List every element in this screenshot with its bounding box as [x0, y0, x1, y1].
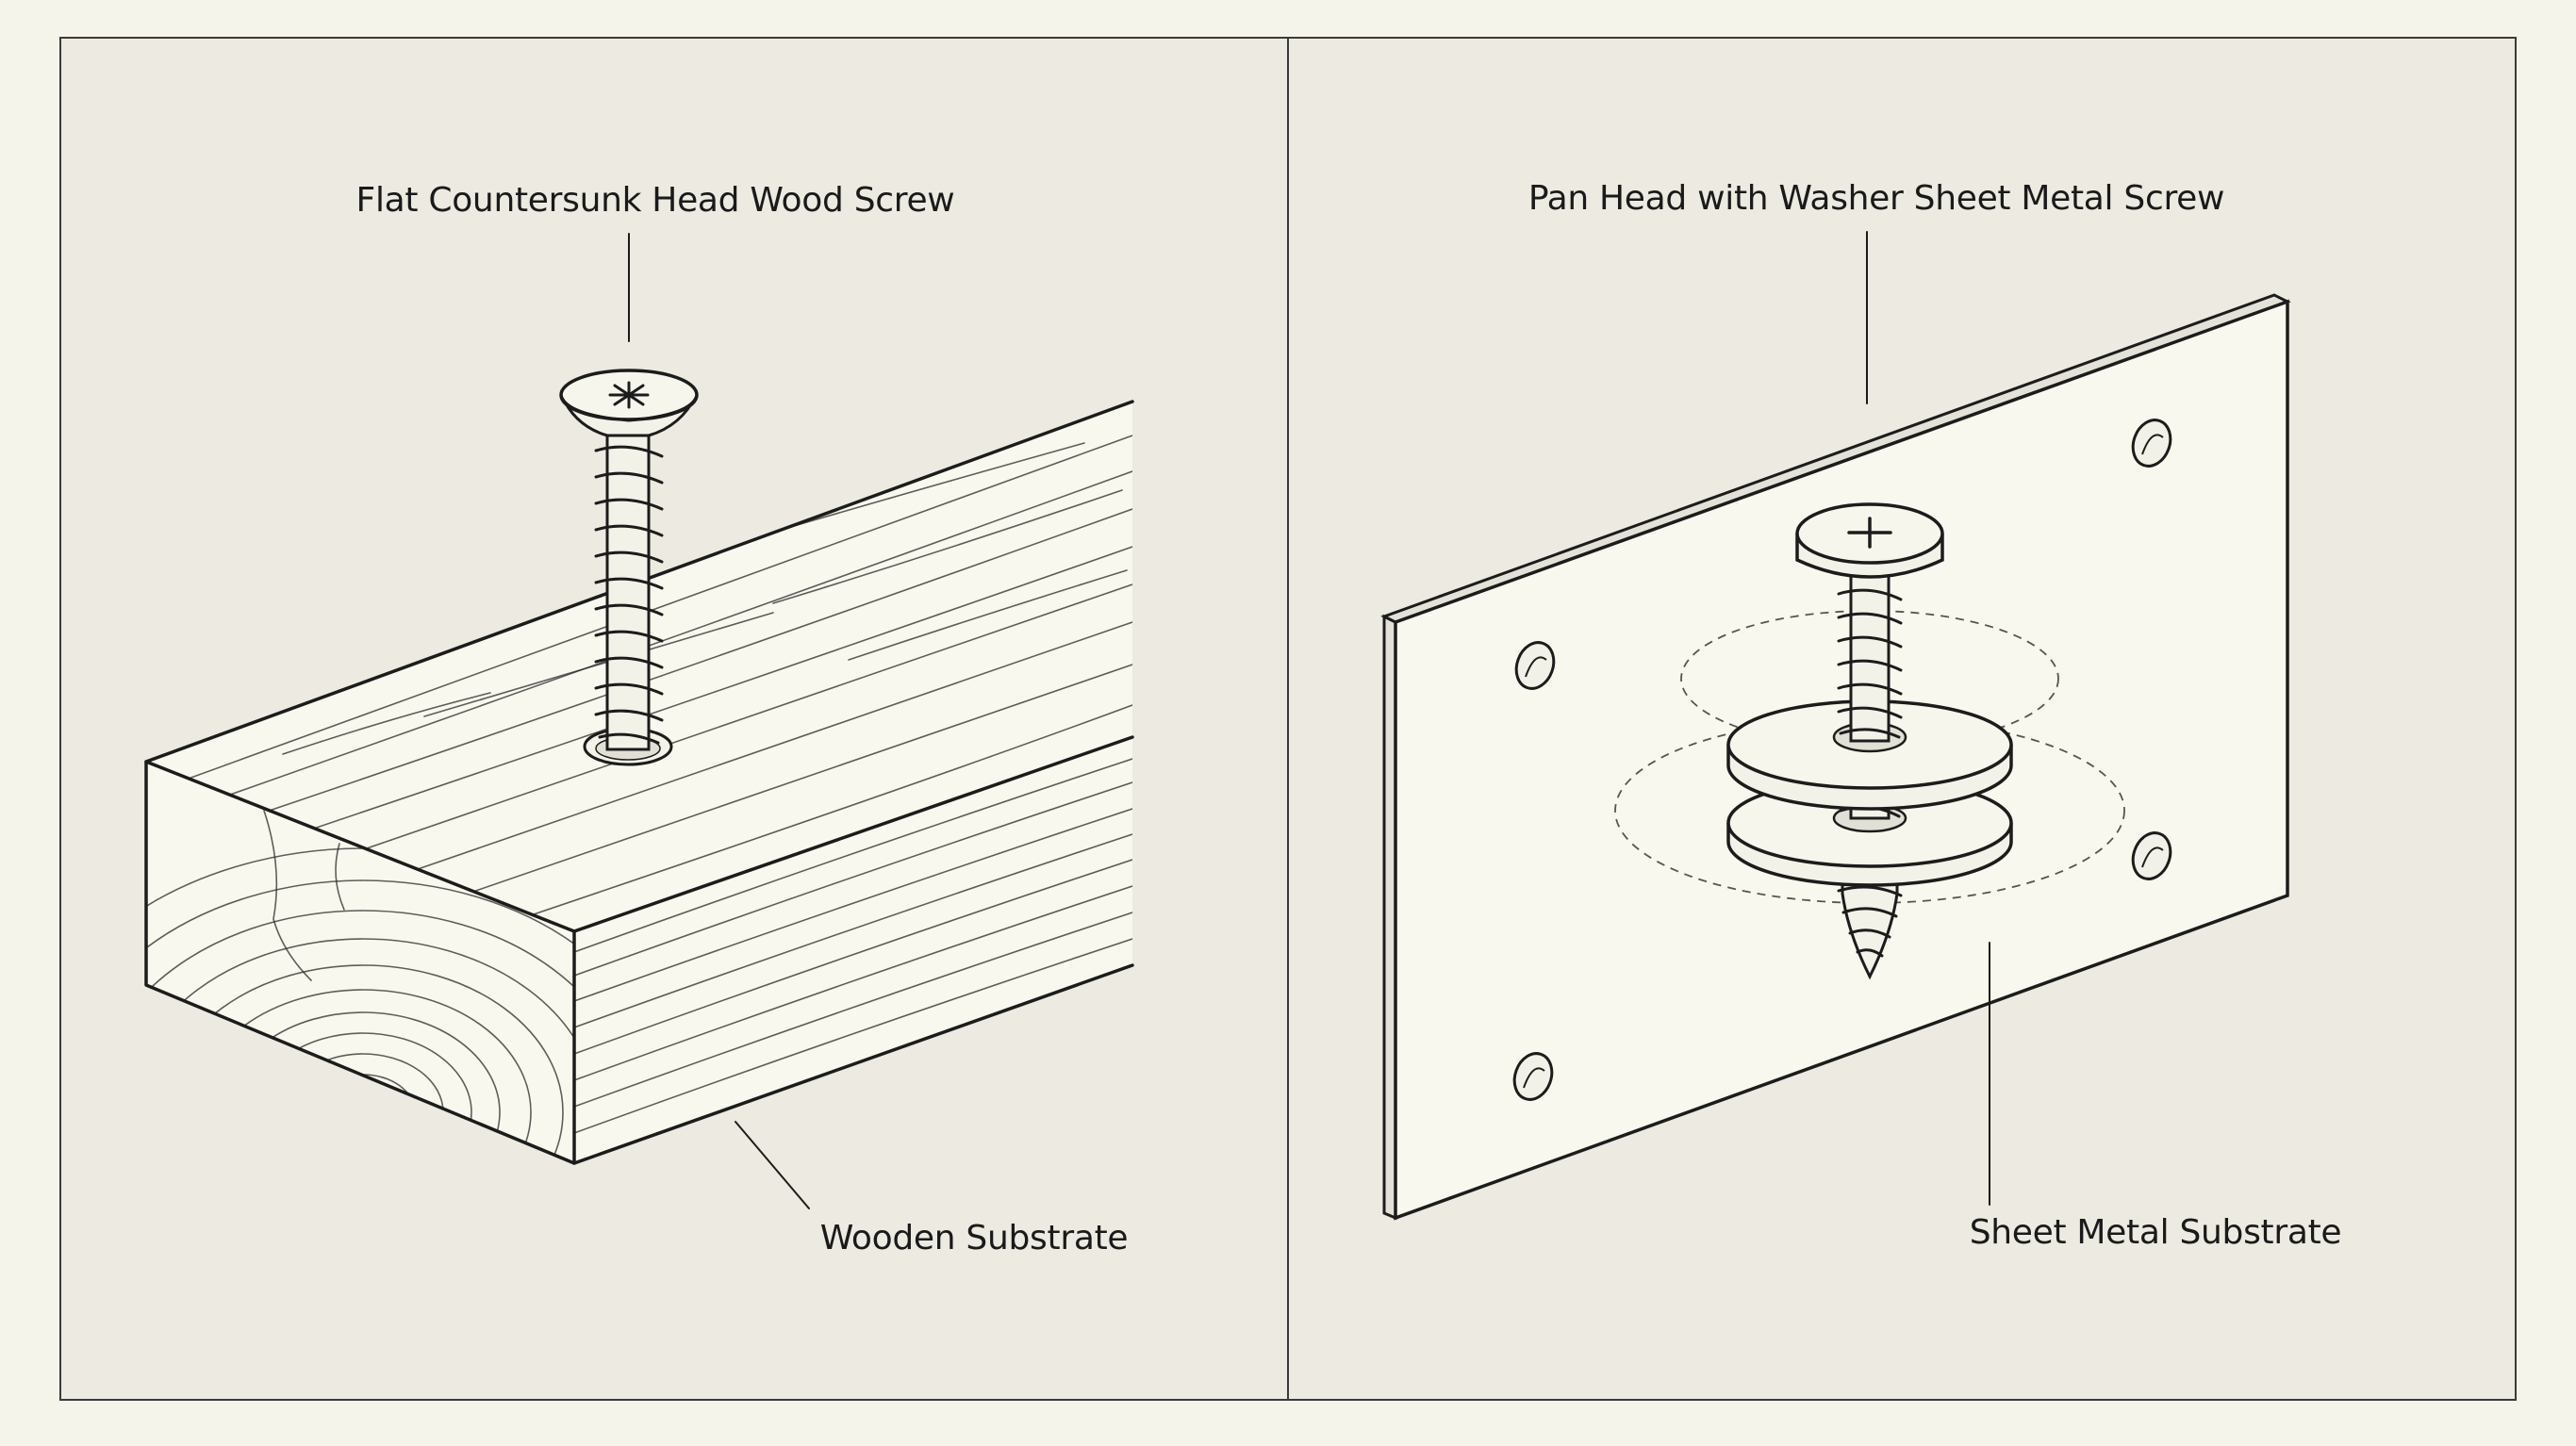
right-panel: Pan Head with Washer Sheet Metal Screw S…	[1288, 38, 2516, 1400]
wooden-substrate-label: Wooden Substrate	[820, 1219, 1129, 1257]
metal-screw-label: Pan Head with Washer Sheet Metal Screw	[1528, 179, 2224, 218]
wood-screw-label: Flat Countersunk Head Wood Screw	[356, 181, 955, 220]
left-panel: Flat Countersunk Head Wood Screw Wooden …	[16, 38, 1288, 1400]
pozidriv-star-icon	[610, 383, 648, 407]
pan-head	[1797, 504, 1942, 577]
metal-substrate-label: Sheet Metal Substrate	[1970, 1213, 2342, 1252]
